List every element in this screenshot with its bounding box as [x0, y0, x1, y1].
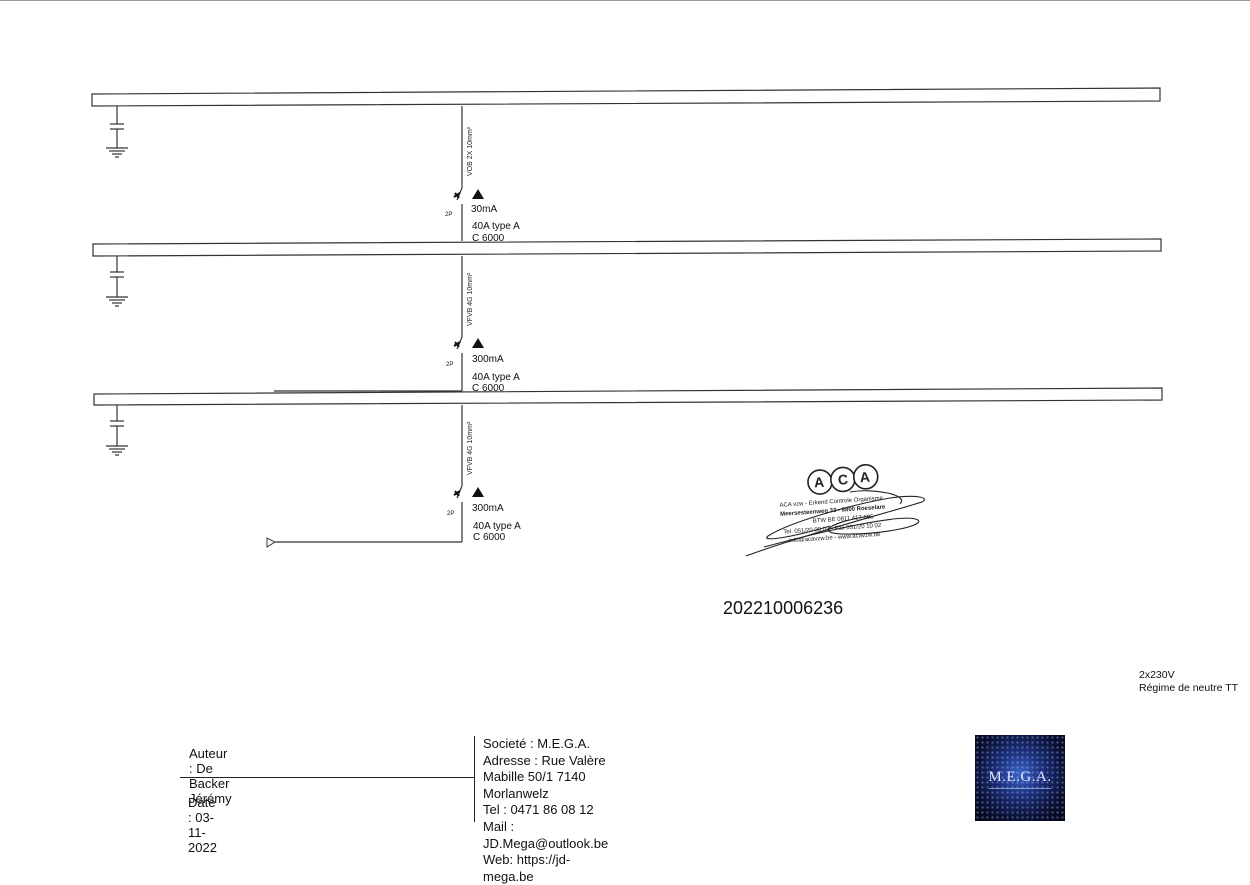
author-field: Auteur : De Backer Jérémy — [189, 746, 232, 806]
breaking-capacity: C 6000 — [473, 532, 506, 543]
busbar-2 — [92, 238, 1162, 257]
rcd-sensitivity: 30mA — [471, 204, 497, 215]
circuit-1: VOB 2X 10mm² 2P 30mA 40A type A C 6000 — [445, 106, 520, 244]
pole-label: 2P — [447, 511, 454, 517]
company-mail: Mail : JD.Mega@outlook.be — [483, 818, 609, 851]
top-border-line — [0, 0, 1250, 1]
rcd-triangle-icon — [472, 487, 484, 497]
company-tel: Tel : 0471 86 08 12 — [483, 802, 594, 818]
logo-text: M.E.G.A. — [988, 769, 1052, 785]
breaking-capacity: C 6000 — [472, 383, 505, 394]
breaking-capacity: C 6000 — [472, 233, 505, 244]
circuit-3: VFVB 4G 10mm² 2P 300mA 40A type A C 6000 — [266, 405, 521, 548]
pole-label: 2P — [445, 212, 452, 218]
rcd-rating: 40A type A — [473, 521, 521, 532]
divider-horizontal — [180, 777, 474, 778]
cable-label: VOB 2X 10mm² — [467, 126, 474, 176]
date-field: Date : 03-11-2022 — [188, 795, 217, 855]
supply-voltage: 2x230V — [1139, 669, 1175, 681]
breaker-symbol — [453, 490, 461, 497]
output-arrow-icon — [266, 537, 277, 548]
busbar-3 — [93, 387, 1163, 406]
cable-label: VFVB 4G 10mm² — [467, 421, 474, 475]
rcd-sensitivity: 300mA — [472, 503, 504, 514]
busbar-1 — [91, 87, 1161, 107]
rcd-triangle-icon — [472, 189, 484, 199]
rcd-rating: 40A type A — [472, 221, 520, 232]
ground-symbol-3 — [106, 405, 128, 456]
stamp-logo-letter: A — [813, 474, 824, 491]
stamp-logo-letter: C — [837, 471, 848, 488]
handwritten-signature — [745, 490, 925, 557]
company-info: Societé : M.E.G.A. Adresse : Rue Valère … — [483, 736, 608, 885]
mega-logo: M.E.G.A. — [975, 735, 1065, 821]
stamp-line: BTW BE 0811 417 605 — [813, 514, 875, 524]
circuit-2: VFVB 4G 10mm² 2P 300mA 40A type A C 6000 — [274, 256, 520, 394]
breaker-symbol — [453, 341, 461, 348]
ground-symbol-1 — [106, 106, 128, 158]
company-web: Web: https://jd-mega.be — [483, 852, 571, 884]
logo-pattern — [975, 735, 1065, 821]
rcd-rating: 40A type A — [472, 372, 520, 383]
pole-label: 2P — [446, 362, 453, 368]
neutral-regime: Régime de neutre TT — [1139, 682, 1239, 694]
breaker-symbol — [453, 192, 461, 199]
rcd-triangle-icon — [472, 338, 484, 348]
supply-info: 2x230V Régime de neutre TT — [1139, 669, 1238, 695]
electrical-single-line-diagram: VOB 2X 10mm² 2P 30mA 40A type A C 6000 V… — [91, 87, 1163, 557]
rcd-sensitivity: 300mA — [472, 354, 504, 365]
stamp-logo-letter: A — [859, 469, 870, 486]
logo-underline — [989, 788, 1051, 789]
divider-vertical — [474, 736, 475, 822]
reference-number: 202210006236 — [723, 598, 844, 618]
company-address: Adresse : Rue Valère Mabille 50/1 7140 M… — [483, 752, 606, 801]
cable-label: VFVB 4G 10mm² — [467, 272, 474, 326]
ground-symbol-2 — [106, 256, 128, 307]
company-name: Societé : M.E.G.A. — [483, 736, 590, 751]
